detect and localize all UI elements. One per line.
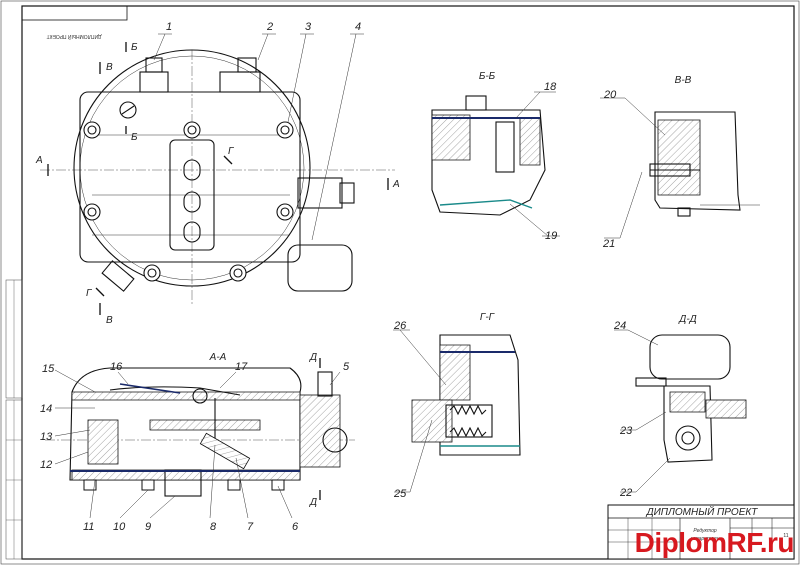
callout-19: 19: [545, 230, 557, 242]
callout-18: 18: [544, 81, 557, 93]
section-title-vv: В-В: [675, 75, 692, 86]
section-title-bb: Б-Б: [479, 71, 496, 82]
callout-14: 14: [40, 403, 52, 415]
cut-mark-b-mid: Б: [131, 132, 138, 143]
callout-23: 23: [619, 425, 633, 437]
callout-21: 21: [602, 238, 615, 250]
callout-10: 10: [113, 521, 126, 533]
section-vv-view: [600, 97, 760, 239]
watermark-suffix: RF.ru: [726, 527, 795, 558]
callout-12: 12: [40, 459, 52, 471]
callout-16: 16: [110, 361, 123, 373]
callout-3: 3: [305, 21, 312, 33]
cut-mark-d-top: Д: [309, 352, 317, 363]
title-block: [607, 504, 795, 560]
callout-17: 17: [235, 361, 248, 373]
watermark-brand: Diplom: [634, 527, 727, 558]
cut-mark-a-right: А: [392, 179, 400, 190]
cut-mark-g-mid: Г: [228, 146, 235, 157]
callout-20: 20: [603, 89, 617, 101]
callout-7: 7: [247, 521, 254, 533]
callout-11: 11: [83, 521, 94, 533]
plan-view: [40, 33, 395, 315]
callout-1: 1: [166, 21, 172, 33]
section-aa-view: [45, 358, 355, 519]
section-bb-view: [431, 91, 560, 237]
cut-mark-b-top: Б: [131, 42, 138, 53]
cut-mark-v-bottom: В: [106, 315, 113, 326]
section-title-aa: А-А: [209, 352, 227, 363]
callout-2: 2: [266, 21, 273, 33]
callout-4: 4: [355, 21, 361, 33]
section-title-dd: Д-Д: [678, 314, 696, 325]
title-block-name-1: Редуктор: [693, 528, 717, 534]
watermark: DiplomRF.ru: [634, 527, 795, 559]
callout-26: 26: [393, 320, 407, 332]
cut-mark-v-top: В: [106, 62, 113, 73]
title-block-name-2: испарители: [691, 536, 720, 542]
callout-15: 15: [42, 363, 55, 375]
stamp-top-text: ДИПЛОМНЫЙ ПРОЕКТ: [47, 33, 102, 41]
callout-5: 5: [343, 361, 350, 373]
callout-6: 6: [292, 521, 299, 533]
callout-22: 22: [619, 487, 632, 499]
title-block-project: ДИПЛОМНЫЙ ПРОЕКТ: [646, 505, 759, 518]
section-title-gg: Г-Г: [480, 312, 496, 323]
callout-8: 8: [210, 521, 217, 533]
callout-9: 9: [145, 521, 151, 533]
cut-mark-g-bottom: Г: [86, 288, 93, 299]
callout-25: 25: [393, 488, 407, 500]
title-block-sheet-no: 11: [783, 533, 788, 539]
cut-mark-a-left: А: [35, 155, 43, 166]
section-gg-view: [393, 329, 521, 493]
cut-mark-d-bottom: Д: [309, 497, 317, 508]
section-dd-view: [614, 329, 747, 493]
callout-13: 13: [40, 431, 53, 443]
callout-24: 24: [613, 320, 626, 332]
